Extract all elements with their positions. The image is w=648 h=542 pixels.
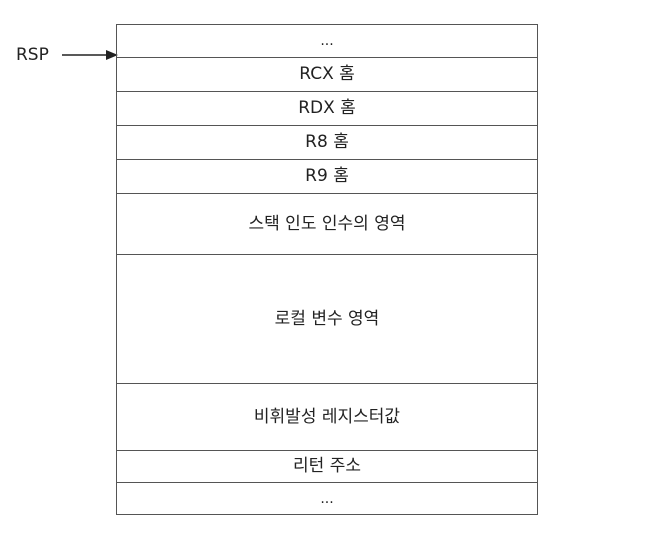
stack-cell-bottom-ellipsis: ... <box>320 490 334 507</box>
stack-cell-r9-home: R9 홈 <box>117 160 537 194</box>
stack-cell-local-variables: 로컬 변수 영역 <box>117 255 537 384</box>
stack-cell-rcx-home: RCX 홈 <box>117 58 537 92</box>
stack-cell-return-address: 리턴 주소 <box>117 451 537 483</box>
stack-cell-nonvolatile-registers: 비휘발성 레지스터값 <box>117 384 537 451</box>
stack-cell-rdx-home: RDX 홈 <box>117 92 537 126</box>
stack-cell-r8-home: R8 홈 <box>117 126 537 160</box>
stack-cell-stack-arguments: 스택 인도 인수의 영역 <box>117 194 537 255</box>
rsp-label: RSP <box>16 45 49 65</box>
stack-cell-top-ellipsis: ... <box>117 25 537 58</box>
rsp-arrow <box>62 50 118 60</box>
rsp-arrow-head <box>106 50 118 60</box>
stack-frame-diagram: ... RCX 홈 RDX 홈 R8 홈 R9 홈 스택 인도 인수의 영역 로… <box>116 24 538 515</box>
